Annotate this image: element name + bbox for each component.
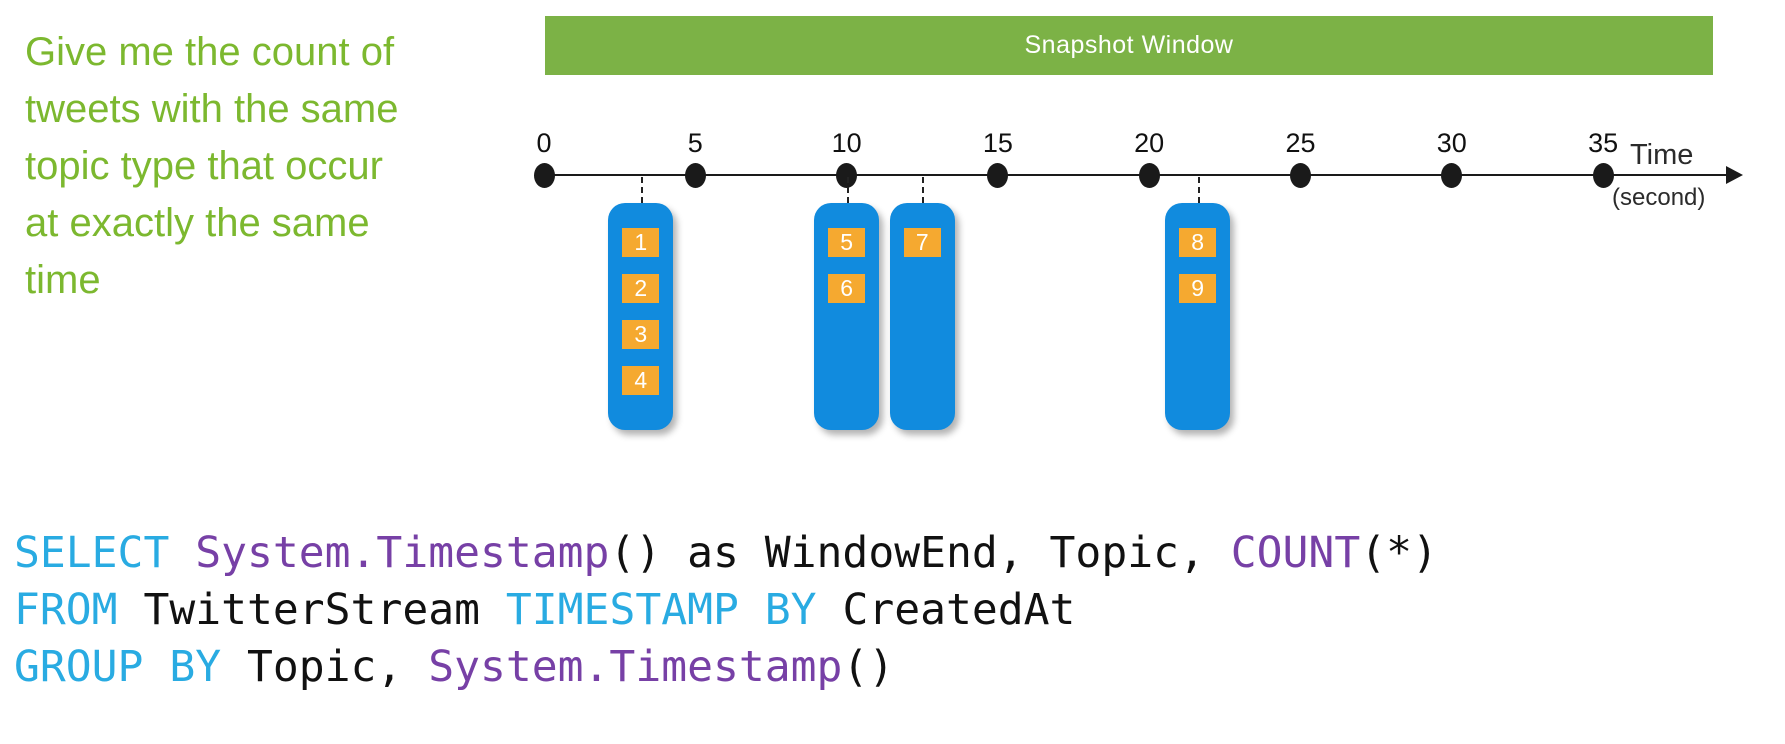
tweet-event: 7 [903,228,941,257]
timeline-tick-label: 25 [1285,128,1316,158]
timeline-dot [1290,163,1311,188]
snapshot-window-banner: Snapshot Window [545,16,1713,75]
sql-code-line: SELECT System.Timestamp() as WindowEnd, … [14,525,1438,582]
event-connector-line [1197,177,1200,203]
timeline-arrowhead-icon [1726,166,1743,184]
sql-code-line: GROUP BY Topic, System.Timestamp() [14,639,1438,696]
sql-code-line: FROM TwitterStream TIMESTAMP BY CreatedA… [14,582,1438,639]
sql-token: System.Timestamp [195,528,610,578]
tweet-event: 5 [828,228,866,257]
timeline-dot [836,163,858,188]
sql-token: CreatedAt [842,585,1076,635]
timeline-axis [544,174,1728,176]
tweet-event: 8 [1179,228,1217,257]
sql-token: COUNT [1230,528,1361,578]
timeline-tick-label: 20 [1134,128,1165,158]
sql-token: () as WindowEnd, Topic, [609,528,1231,578]
timeline-tick-label: 5 [687,128,703,158]
tweet-event: 9 [1179,274,1217,303]
timeline-tick-label: 30 [1436,128,1467,158]
event-group-box: 7 [889,203,955,430]
sql-token: Topic, [247,642,429,692]
tweet-event: 6 [828,274,866,303]
sql-token: TIMESTAMP BY [505,585,843,635]
timeline-tick-label: 0 [536,128,552,158]
tweet-event: 3 [622,320,660,349]
timeline-dot [1138,163,1160,188]
timeline-dot [684,163,706,188]
timeline-tick-label: 10 [831,128,862,158]
event-connector-line [640,177,643,203]
sql-token: FROM [14,585,144,635]
sql-token: () [842,642,895,692]
sql-token: TwitterStream [143,585,506,635]
event-connector-line [846,177,849,203]
timeline-tick-label: 35 [1588,128,1619,158]
timeline-dot [1441,163,1463,188]
sql-token: SELECT [14,528,196,578]
axis-title-unit: (second) [1612,184,1706,211]
axis-title: Time [1630,139,1694,171]
sql-token: System.Timestamp [428,642,843,692]
timeline-dot [1592,163,1614,188]
event-group-box: 1 2 3 4 [608,203,674,430]
tweet-event: 2 [622,274,660,303]
event-connector-line [922,177,925,203]
timeline-tick-label: 15 [982,128,1013,158]
question-text: Give me the count of tweets with the sam… [25,30,399,302]
tweet-event: 4 [622,366,660,395]
snapshot-window-banner-label: Snapshot Window [1024,31,1234,59]
sql-query: SELECT System.Timestamp() as WindowEnd, … [14,525,1438,696]
sql-token: GROUP BY [14,642,247,692]
timeline-dot [987,163,1009,188]
timeline-dot [533,163,555,188]
sql-token: (*) [1360,528,1438,578]
tweet-event: 1 [622,228,660,257]
